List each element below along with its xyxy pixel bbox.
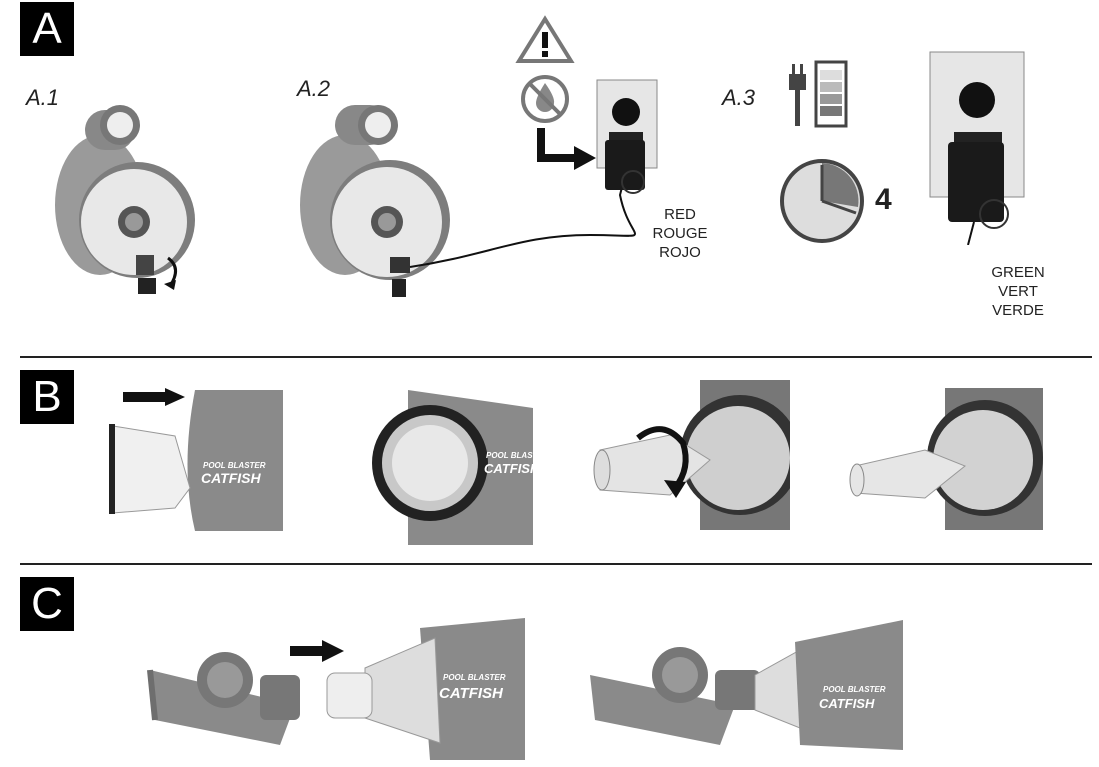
plug-battery-icon — [789, 60, 848, 128]
step-a3-label: A.3 — [722, 85, 756, 110]
step-a2-label: A.2 — [297, 76, 331, 101]
filter-installed-illustration: POOL BLASTER CATFISH — [372, 390, 533, 545]
clock-icon — [780, 159, 864, 243]
assembled-vacuum-illustration: POOL BLASTER CATFISH — [590, 620, 903, 750]
charged-status-label: GREEN VERT VERDE — [978, 263, 1058, 320]
brush-head-illustration — [147, 652, 300, 745]
vacuum-charging-illustration — [300, 105, 636, 297]
charged-label-en: GREEN — [991, 264, 1045, 281]
brand-line1-b2: POOL BLASTER — [486, 451, 533, 460]
outlet-green-charger-illustration — [929, 51, 1025, 245]
brand-line1-c1: POOL BLASTER — [443, 673, 506, 682]
nozzle-attached-illustration — [849, 388, 1043, 530]
catfish-nozzle-illustration: POOL BLASTER CATFISH — [326, 618, 525, 760]
step-a1-label: A.1 — [26, 85, 60, 110]
brand-line1-c2: POOL BLASTER — [823, 685, 886, 694]
charge-hours: 4 — [875, 183, 892, 216]
arrow-icon — [537, 128, 596, 170]
charged-label-fr: VERT — [998, 283, 1038, 300]
charger-status-label: RED ROUGE ROJO — [640, 205, 720, 262]
section-b-tag: B — [20, 370, 74, 424]
brand-line2-c1: CATFISH — [439, 685, 504, 702]
charger-label-es: ROJO — [659, 244, 701, 261]
no-water-icon — [521, 75, 569, 123]
arrow-attach-icon — [290, 640, 344, 662]
section-divider-bc — [20, 563, 1092, 565]
section-a-tag: A — [20, 2, 74, 56]
charged-label-es: VERDE — [992, 302, 1044, 319]
plug-icon — [789, 64, 806, 126]
section-c-tag: C — [20, 577, 74, 631]
outlet-red-charger-illustration — [596, 79, 658, 194]
brand-line2-b2: CATFISH — [484, 461, 533, 476]
brand-line2-c2: CATFISH — [819, 696, 875, 711]
warning-triangle-icon — [515, 15, 575, 123]
charger-label-fr: ROUGE — [652, 225, 708, 242]
vacuum-unit-illustration — [55, 105, 195, 294]
battery-icon — [814, 60, 848, 128]
filter-insert-illustration: POOL BLASTER CATFISH — [109, 388, 283, 531]
brand-line2: CATFISH — [201, 470, 262, 486]
charger-label-en: RED — [664, 206, 696, 223]
brand-line1: POOL BLASTER — [203, 461, 266, 470]
nozzle-twist-illustration — [593, 380, 790, 530]
section-divider-ab — [20, 356, 1092, 358]
